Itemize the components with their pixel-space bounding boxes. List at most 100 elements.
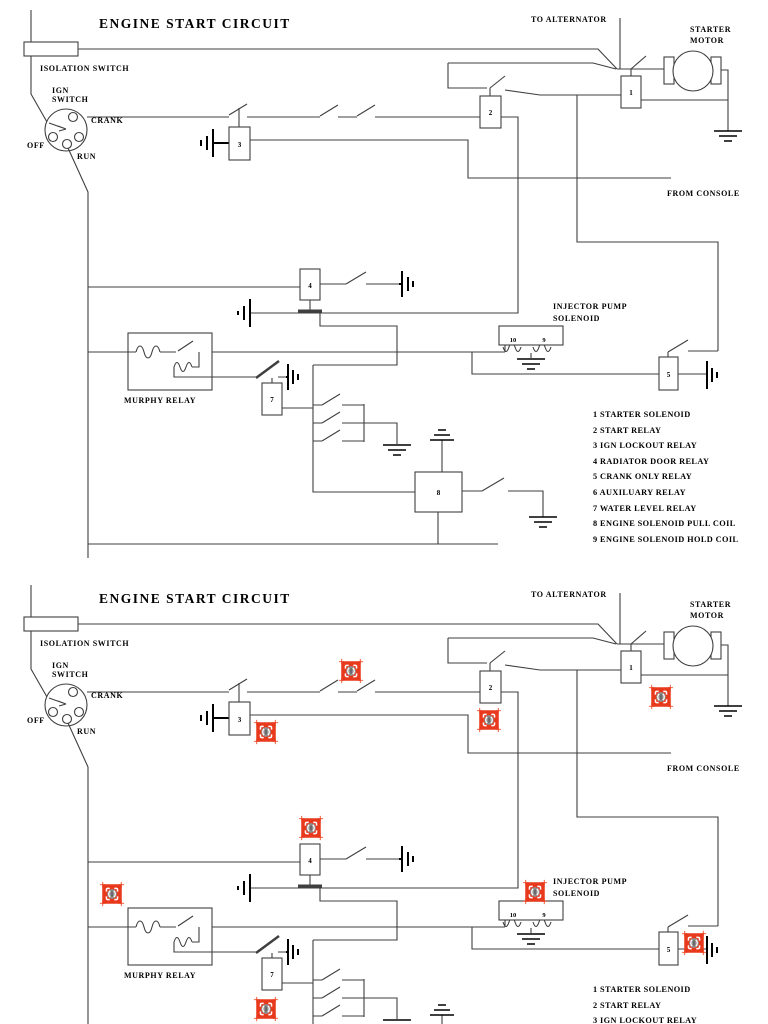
ground-relay4 bbox=[399, 846, 414, 872]
starter-label: STARTER bbox=[690, 25, 731, 34]
to-alternator-label: TO ALTERNATOR bbox=[531, 590, 607, 599]
legend-item: 1 STARTER SOLENOID bbox=[593, 985, 691, 994]
murphy-contact bbox=[177, 340, 194, 352]
wire-from-console bbox=[250, 714, 671, 754]
diagram-text: ENGINE START CIRCUIT ISOLATION SWITCH IG… bbox=[27, 590, 740, 1024]
relay7-box bbox=[261, 382, 283, 416]
relay5-number: 5 bbox=[667, 371, 671, 379]
relay7-number: 7 bbox=[270, 971, 274, 979]
murphy-thermostat-wave bbox=[135, 345, 161, 359]
wire-relay7 bbox=[271, 376, 313, 409]
wire-relay1-switch bbox=[630, 630, 647, 651]
wire-starter-motor bbox=[641, 644, 729, 706]
from-console-label: FROM CONSOLE bbox=[667, 764, 740, 773]
legend-item: 2 START RELAY bbox=[593, 1001, 661, 1010]
embedded-object-placeholder-icon bbox=[476, 707, 502, 733]
relay2-box bbox=[479, 670, 502, 704]
wire-relay8 bbox=[441, 1015, 443, 1024]
murphy-relay-label: MURPHY RELAY bbox=[124, 971, 196, 980]
murphy-relay-label: MURPHY RELAY bbox=[124, 396, 196, 405]
wire-isolation bbox=[30, 585, 48, 698]
ground-above-relay8 bbox=[430, 1004, 454, 1016]
embedded-object-placeholder-icon bbox=[338, 658, 364, 684]
ground-above-relay8 bbox=[430, 429, 454, 441]
terminal-10-number: 10 bbox=[510, 912, 517, 919]
legend-item: 5 CRANK ONLY RELAY bbox=[593, 472, 692, 481]
murphy-thermostat-wave bbox=[135, 920, 161, 934]
embedded-object-placeholder-icon bbox=[648, 684, 674, 710]
relay4-box bbox=[299, 843, 321, 876]
starter-motor-symbol bbox=[672, 50, 714, 92]
wire-relay5 bbox=[667, 339, 718, 375]
run-label: RUN bbox=[77, 727, 96, 736]
wires bbox=[30, 10, 729, 558]
schematic-copy-holder: ENGINE START CIRCUIT ISOLATION SWITCH IG… bbox=[0, 575, 768, 1024]
ground-injector bbox=[517, 933, 545, 945]
diagram-title: ENGINE START CIRCUIT bbox=[99, 16, 291, 31]
wire-murphy-row bbox=[88, 920, 659, 950]
legend-item: 3 IGN LOCKOUT RELAY bbox=[593, 1016, 697, 1024]
off-label: OFF bbox=[27, 141, 45, 150]
legend-item: 9 ENGINE SOLENOID HOLD COIL bbox=[593, 535, 738, 544]
wire-maze bbox=[312, 313, 415, 493]
wire-top-bus bbox=[78, 593, 664, 664]
wire-relay5 bbox=[667, 914, 718, 950]
ground-water-level bbox=[286, 939, 299, 965]
wire-relay2-switch bbox=[489, 75, 719, 351]
embedded-object-placeholder-icon bbox=[522, 879, 548, 905]
murphy-coil bbox=[173, 936, 193, 948]
wire-relay2-switch bbox=[489, 650, 719, 926]
ignition-pointer bbox=[48, 697, 67, 707]
battery-bars bbox=[237, 299, 251, 327]
starter-label: STARTER bbox=[690, 600, 731, 609]
component-boxes bbox=[23, 616, 722, 991]
murphy-contact bbox=[177, 915, 194, 927]
relay7-number: 7 bbox=[270, 396, 274, 404]
ground-relay5 bbox=[706, 936, 718, 964]
embedded-object-placeholder-icon bbox=[681, 930, 707, 956]
ground-relay5 bbox=[706, 361, 718, 389]
ign-switch-label: SWITCH bbox=[52, 95, 89, 104]
wire-left-vertical bbox=[67, 722, 89, 1024]
relay1-box bbox=[620, 75, 642, 109]
wire-switch-ladder bbox=[313, 968, 398, 1019]
solenoid-label: SOLENOID bbox=[553, 314, 600, 323]
relay2-number: 2 bbox=[489, 109, 493, 117]
ground-relay3 bbox=[200, 129, 229, 157]
embedded-object-placeholder-icon bbox=[298, 815, 324, 841]
embedded-object-placeholder-icon bbox=[99, 881, 125, 907]
relay3-number: 3 bbox=[238, 141, 242, 149]
ignition-switch-dial bbox=[44, 683, 88, 727]
off-label: OFF bbox=[27, 716, 45, 725]
relay1-number: 1 bbox=[629, 89, 633, 97]
wires bbox=[30, 585, 729, 1024]
ground-symbols bbox=[200, 704, 742, 1021]
water-level-blade bbox=[255, 359, 280, 380]
wire-relay7 bbox=[271, 951, 313, 984]
murphy-coil bbox=[173, 361, 193, 373]
to-alternator-label: TO ALTERNATOR bbox=[531, 15, 607, 24]
ign-label: IGN bbox=[52, 661, 69, 670]
relay3-number: 3 bbox=[238, 716, 242, 724]
battery-bars bbox=[237, 874, 251, 902]
ground-starter-motor bbox=[714, 705, 742, 717]
legend: 1 STARTER SOLENOID 2 START RELAY 3 IGN L… bbox=[593, 985, 697, 1024]
ign-label: IGN bbox=[52, 86, 69, 95]
ignition-switch-dial bbox=[44, 108, 88, 152]
crank-label: CRANK bbox=[91, 116, 124, 125]
relay5-box bbox=[658, 356, 679, 391]
murphy-coil-legs bbox=[173, 352, 256, 378]
murphy-relay-box bbox=[127, 332, 213, 391]
embedded-object-placeholder-icon bbox=[476, 707, 502, 733]
ignition-hole-left bbox=[47, 706, 59, 718]
wire-maze bbox=[312, 888, 398, 1024]
motor-label: MOTOR bbox=[690, 611, 724, 620]
relay1-number: 1 bbox=[629, 664, 633, 672]
ground-relay4 bbox=[399, 271, 414, 297]
ignition-hole-right bbox=[73, 706, 85, 718]
embedded-object-placeholder-icon bbox=[681, 930, 707, 956]
legend-item: 8 ENGINE SOLENOID PULL COIL bbox=[593, 519, 736, 528]
embedded-object-placeholder-icon bbox=[338, 658, 364, 684]
embedded-object-placeholder-icon bbox=[253, 996, 279, 1022]
